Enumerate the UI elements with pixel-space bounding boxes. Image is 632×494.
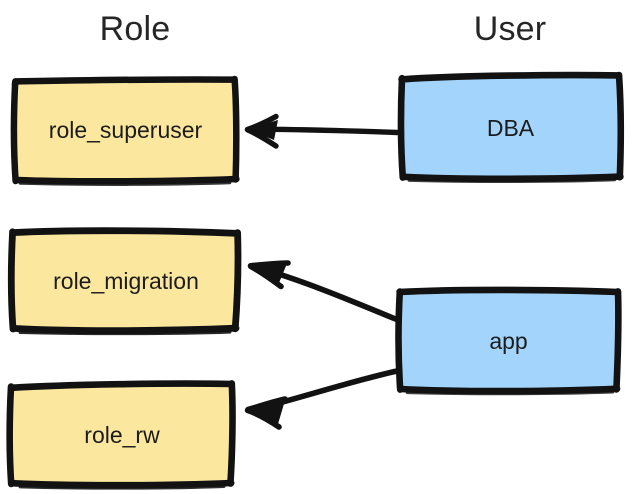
arrow-dba-to-role-superuser [244, 113, 400, 149]
node-role-migration[interactable]: role_migration [7, 227, 242, 336]
column-header-user: User [473, 10, 547, 48]
node-dba[interactable]: DBA [397, 71, 624, 184]
sketch-box-shape [397, 71, 624, 184]
sketch-box-shape [6, 380, 236, 490]
column-header-role: Role [99, 10, 171, 48]
node-role-superuser[interactable]: role_superuser [10, 75, 240, 186]
sketch-box-shape [7, 227, 242, 336]
arrow-app-to-role-rw [244, 368, 400, 430]
node-app[interactable]: app [395, 286, 622, 396]
sketch-box-shape [10, 75, 240, 186]
arrow-app-to-role-migration [247, 260, 402, 324]
node-role-rw[interactable]: role_rw [6, 380, 236, 490]
sketch-box-shape [395, 286, 622, 396]
